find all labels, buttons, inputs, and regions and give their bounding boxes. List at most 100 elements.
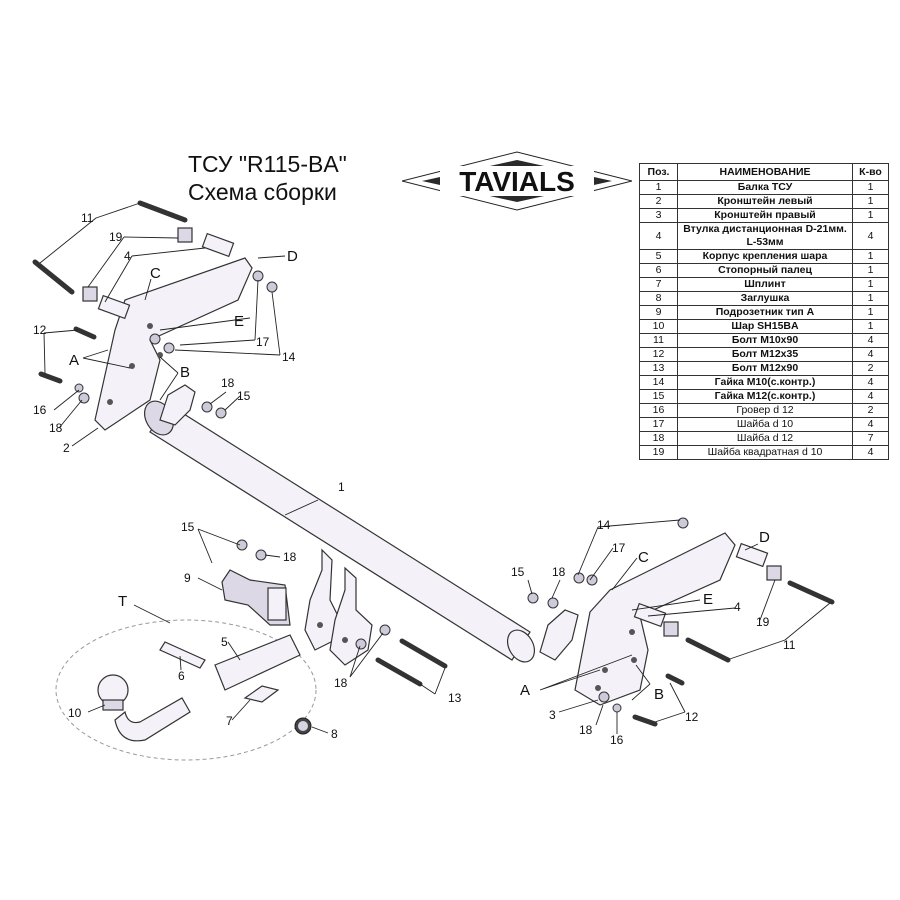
callout-8: 8 <box>331 727 338 741</box>
callout-15: 15 <box>511 565 525 579</box>
cell-qty: 7 <box>852 431 889 446</box>
callout-16: 16 <box>33 403 47 417</box>
cell-qty: 1 <box>852 291 889 306</box>
socket-plate <box>221 569 291 626</box>
callout-15: 15 <box>181 520 195 534</box>
cell-name: Болт М12х35 <box>677 347 853 362</box>
cell-name: Заглушка <box>677 291 853 306</box>
callout-3: 3 <box>549 708 556 722</box>
cell-name: Болт М10х90 <box>677 333 853 348</box>
callout-18: 18 <box>579 723 593 737</box>
callout-12: 12 <box>685 710 699 724</box>
callout-T: T <box>118 593 127 610</box>
callout-1: 1 <box>338 480 345 494</box>
tavials-logo: TAVIALS <box>402 151 632 211</box>
cell-qty: 4 <box>852 333 889 348</box>
cell-qty: 2 <box>852 403 889 418</box>
cell-pos: 13 <box>639 361 678 376</box>
cotter-pin <box>243 685 280 703</box>
callout-labels: 11 19 4 C D E 17 14 12 A B 18 15 16 18 2… <box>33 211 796 747</box>
cell-pos: 9 <box>639 305 678 320</box>
cell-pos: 7 <box>639 277 678 292</box>
cell-pos: 17 <box>639 417 678 432</box>
callout-B: B <box>180 364 190 381</box>
cell-qty: 1 <box>852 208 889 223</box>
callout-4: 4 <box>124 249 131 263</box>
diagram-title: ТСУ "R115-BA" Схема сборки <box>188 150 347 206</box>
cell-name: Балка ТСУ <box>677 180 853 195</box>
cell-name: Кронштейн правый <box>677 208 853 223</box>
cell-qty: 1 <box>852 305 889 320</box>
left-bracket <box>94 257 253 431</box>
callout-B-right: B <box>654 686 664 703</box>
callout-14: 14 <box>282 350 296 364</box>
cell-name: Гайка М12(с.контр.) <box>677 389 853 404</box>
bolts-right <box>38 326 835 727</box>
tow-beam <box>143 400 536 663</box>
tow-ball <box>97 674 191 742</box>
callout-19: 19 <box>756 615 770 629</box>
cell-pos: 18 <box>639 431 678 446</box>
callout-18: 18 <box>283 550 297 564</box>
ball-assembly-group <box>55 619 317 761</box>
spacer <box>97 294 131 320</box>
stop-pin <box>159 641 206 669</box>
callout-18: 18 <box>552 565 566 579</box>
cell-pos: 14 <box>639 375 678 390</box>
nuts-washers <box>74 270 689 713</box>
cell-pos: 8 <box>639 291 678 306</box>
logo-text: TAVIALS <box>459 166 575 197</box>
cell-qty: 1 <box>852 319 889 334</box>
callout-2: 2 <box>63 441 70 455</box>
cell-pos: 3 <box>639 208 678 223</box>
callout-18: 18 <box>334 676 348 690</box>
callout-18: 18 <box>49 421 63 435</box>
callout-E: E <box>234 313 244 330</box>
callout-5: 5 <box>221 635 228 649</box>
cell-qty: 4 <box>852 389 889 404</box>
cell-qty: 1 <box>852 263 889 278</box>
title-subtitle: Схема сборки <box>188 179 337 205</box>
callout-11: 11 <box>81 211 94 225</box>
cell-pos: 15 <box>639 389 678 404</box>
title-model: ТСУ "R115-BA" <box>188 151 347 177</box>
callout-7: 7 <box>226 714 233 728</box>
callout-C-right: C <box>638 549 649 566</box>
callout-E-right: E <box>703 591 713 608</box>
callout-4: 4 <box>734 600 741 614</box>
cell-name: Гайка М10(с.контр.) <box>677 375 853 390</box>
callout-17: 17 <box>612 541 626 555</box>
callout-A: A <box>69 352 79 369</box>
callout-6: 6 <box>178 669 185 683</box>
callout-16: 16 <box>610 733 624 747</box>
cell-pos: 10 <box>639 319 678 334</box>
cell-qty: 4 <box>852 222 889 250</box>
callout-10: 10 <box>68 706 82 720</box>
callout-A-right: A <box>520 682 530 699</box>
leader-lines <box>39 202 831 734</box>
bolts-m10x90-left <box>32 200 188 295</box>
cell-qty: 4 <box>852 347 889 362</box>
cell-qty: 1 <box>852 180 889 195</box>
square-washer <box>82 286 98 302</box>
callout-D-right: D <box>759 529 770 546</box>
cell-pos: 5 <box>639 249 678 264</box>
cell-qty: 1 <box>852 277 889 292</box>
callout-13: 13 <box>448 691 462 705</box>
header-name: НАИМЕНОВАНИЕ <box>677 163 853 181</box>
cell-qty: 2 <box>852 361 889 376</box>
callout-15: 15 <box>237 389 251 403</box>
cell-qty: 4 <box>852 445 889 460</box>
cell-name: Болт М12х90 <box>677 361 853 376</box>
